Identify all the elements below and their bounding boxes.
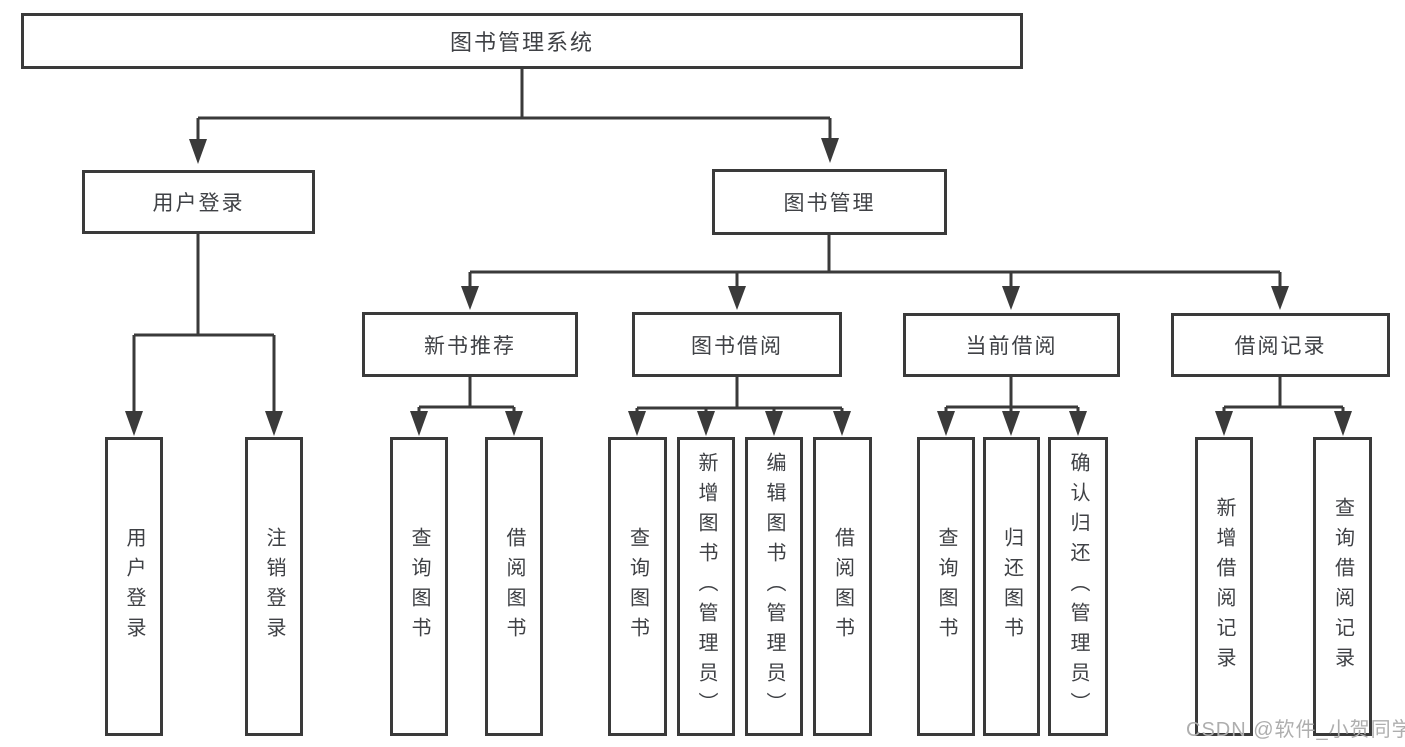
node-label: 借阅图书 [831,526,854,647]
leaf-edit-book-admin: 编辑图书（管理员） [745,437,803,736]
node-label: 注销登录 [263,526,285,647]
node-label: 归还图书 [1000,526,1023,647]
arrowheads [125,138,1352,436]
node-label: 新增借阅记录 [1213,496,1235,677]
node-label: 查询图书 [935,526,957,647]
leaf-confirm-return-admin: 确认归还（管理员） [1048,437,1108,736]
node-book-borrow: 图书借阅 [632,312,842,377]
node-label: 用户登录 [123,526,145,647]
connector-root-to-level2 [196,69,832,140]
node-label: 当前借阅 [965,335,1058,358]
csdn-watermark: CSDN @软件_小贺同学 [1186,719,1405,741]
connector-book-mgmt-children [468,235,1282,287]
node-label: 查询借阅记录 [1331,496,1354,677]
leaf-logout-login: 注销登录 [245,437,303,736]
leaf-borrow-books-recommend: 借阅图书 [485,437,543,736]
node-current-borrow: 当前借阅 [903,313,1120,377]
leaf-query-books-borrow: 查询图书 [608,437,667,736]
leaf-query-books-current: 查询图书 [917,437,975,736]
node-label: 确认归还（管理员） [1067,451,1089,722]
node-label: 用户登录 [152,192,245,215]
leaf-query-borrow-record: 查询借阅记录 [1313,437,1372,736]
node-library-management-system: 图书管理系统 [21,13,1023,69]
node-label: 借阅记录 [1234,335,1327,358]
node-label: 借阅图书 [503,526,525,647]
leaf-query-books-recommend: 查询图书 [390,437,448,736]
node-label: 查询图书 [408,526,430,647]
leaf-add-book-admin: 新增图书（管理员） [677,437,735,736]
connector-current-borrow-children [944,377,1080,412]
node-book-management: 图书管理 [712,169,947,235]
connector-user-login-children [132,234,276,412]
node-label: 图书管理系统 [449,30,594,55]
node-new-book-recommend: 新书推荐 [362,312,578,377]
leaf-user-login: 用户登录 [105,437,163,736]
leaf-add-borrow-record: 新增借阅记录 [1195,437,1253,736]
node-label: 查询图书 [626,526,649,647]
node-label: 新增图书（管理员） [695,451,717,722]
connector-borrow-records-children [1222,377,1345,412]
node-label: 图书管理 [783,192,876,215]
leaf-borrow-books-2: 借阅图书 [813,437,872,736]
connector-book-borrow-children [635,377,844,412]
leaf-return-books: 归还图书 [983,437,1040,736]
connector-new-book-children [417,377,516,412]
node-label: 编辑图书（管理员） [763,451,785,722]
node-user-login: 用户登录 [82,170,315,234]
node-borrow-records: 借阅记录 [1171,313,1390,377]
node-label: 新书推荐 [424,334,516,358]
node-label: 图书借阅 [691,334,783,358]
